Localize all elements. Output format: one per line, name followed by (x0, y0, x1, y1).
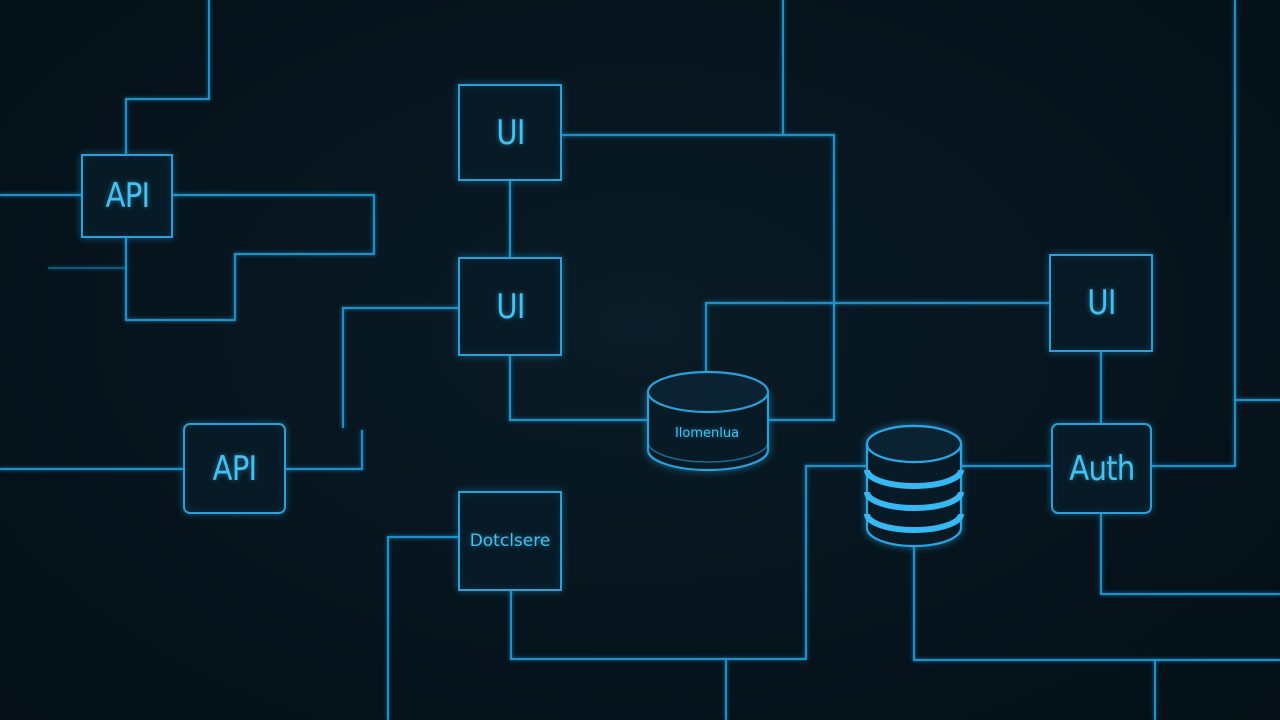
ui-node-top[interactable]: UI (458, 84, 562, 181)
database-cylinder-icon[interactable] (646, 370, 770, 474)
wire-api-bottom-right (285, 430, 364, 471)
wire-db-box-left (386, 535, 459, 720)
api-node-top[interactable]: API (81, 154, 173, 238)
auth-node[interactable]: Auth (1051, 423, 1152, 514)
ui-node-mid-label: UI (495, 286, 525, 327)
wire-ui-mid-left (341, 306, 459, 428)
database-box-label: Dotclsere (469, 531, 551, 551)
ui-node-top-label: UI (495, 112, 525, 153)
ui-node-mid[interactable]: UI (458, 257, 562, 356)
ui-node-right-label: UI (1086, 283, 1116, 323)
wire-ui-top-right (561, 133, 836, 422)
wire-stack-left-down (509, 464, 866, 661)
wire-right-edge (1151, 0, 1237, 468)
database-stack-icon[interactable] (864, 424, 964, 550)
api-node-bottom-label: API (212, 448, 258, 489)
wire-stack-bottom (912, 546, 1280, 662)
ui-node-right[interactable]: UI (1049, 254, 1153, 352)
database-cylinder-label: Ilomenlua (674, 426, 740, 441)
wire-top-left-vertical (124, 0, 211, 155)
auth-node-label: Auth (1068, 448, 1135, 489)
wire-auth-down-right (1099, 513, 1280, 596)
wire-ui-mid-to-cylinder (508, 355, 648, 422)
wire-api-right-loop (124, 193, 376, 322)
api-node-bottom[interactable]: API (183, 423, 286, 514)
api-node-top-label: API (105, 176, 150, 216)
wire-cylinder-to-ui-right (704, 301, 1050, 372)
database-box-node[interactable]: Dotclsere (458, 491, 562, 591)
